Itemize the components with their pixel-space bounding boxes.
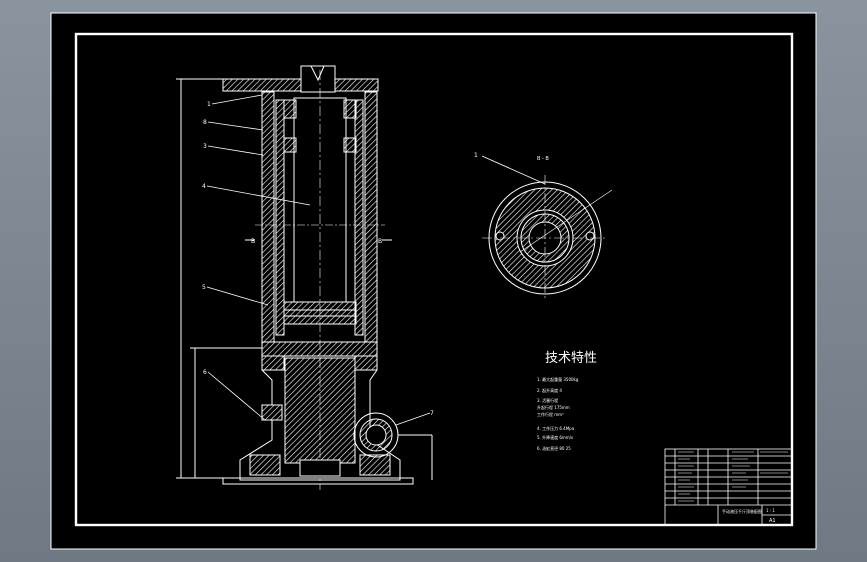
jack-section-view bbox=[176, 65, 433, 490]
leader-label: 3 bbox=[203, 143, 207, 150]
leader-label: 8 bbox=[203, 119, 207, 126]
tech-title: 技术特性 bbox=[545, 351, 597, 366]
leader-label: 1 bbox=[474, 152, 478, 159]
tech-line: 1. 最大起重量 3500kg bbox=[537, 376, 579, 382]
leader-label: 4 bbox=[202, 183, 206, 190]
section-title: B - B bbox=[537, 156, 549, 162]
inner-frame bbox=[74, 32, 794, 527]
tech-line: 工作行程 mm³ bbox=[537, 411, 564, 417]
paper bbox=[51, 13, 816, 549]
title-block bbox=[664, 448, 793, 526]
tech-line: 3. 活塞行程 bbox=[537, 397, 558, 403]
drawing-scale: 1 : 1 bbox=[766, 508, 775, 513]
leader-label: 7 bbox=[430, 410, 434, 417]
sheet-size: A1 bbox=[769, 518, 776, 524]
drawing-name: 手动液压千斤顶装配图 bbox=[722, 508, 762, 514]
tech-line: 升起行程 175mm bbox=[537, 404, 570, 410]
outer-frame bbox=[50, 12, 817, 550]
tech-line: 4. 工作压力 6.4Mpa bbox=[537, 425, 575, 431]
tech-line: 2. 起升高度 4 bbox=[537, 387, 562, 393]
section-bb-view bbox=[481, 155, 613, 301]
leader-lines bbox=[206, 94, 431, 426]
leader-label: 1 bbox=[207, 101, 211, 108]
leader-label: 5 bbox=[202, 284, 206, 291]
tech-line: 5. 升降速度 6mm/s bbox=[537, 434, 573, 440]
tech-line: 6. 油缸直径 80 25 bbox=[537, 445, 571, 451]
section-marker-left: B bbox=[251, 238, 255, 245]
tech-notes: 1. 最大起重量 3500kg 2. 起升高度 4 3. 活塞行程 升起行程 1… bbox=[537, 376, 579, 451]
leader-label: 6 bbox=[203, 369, 207, 376]
section-marker-right: B bbox=[378, 238, 382, 245]
